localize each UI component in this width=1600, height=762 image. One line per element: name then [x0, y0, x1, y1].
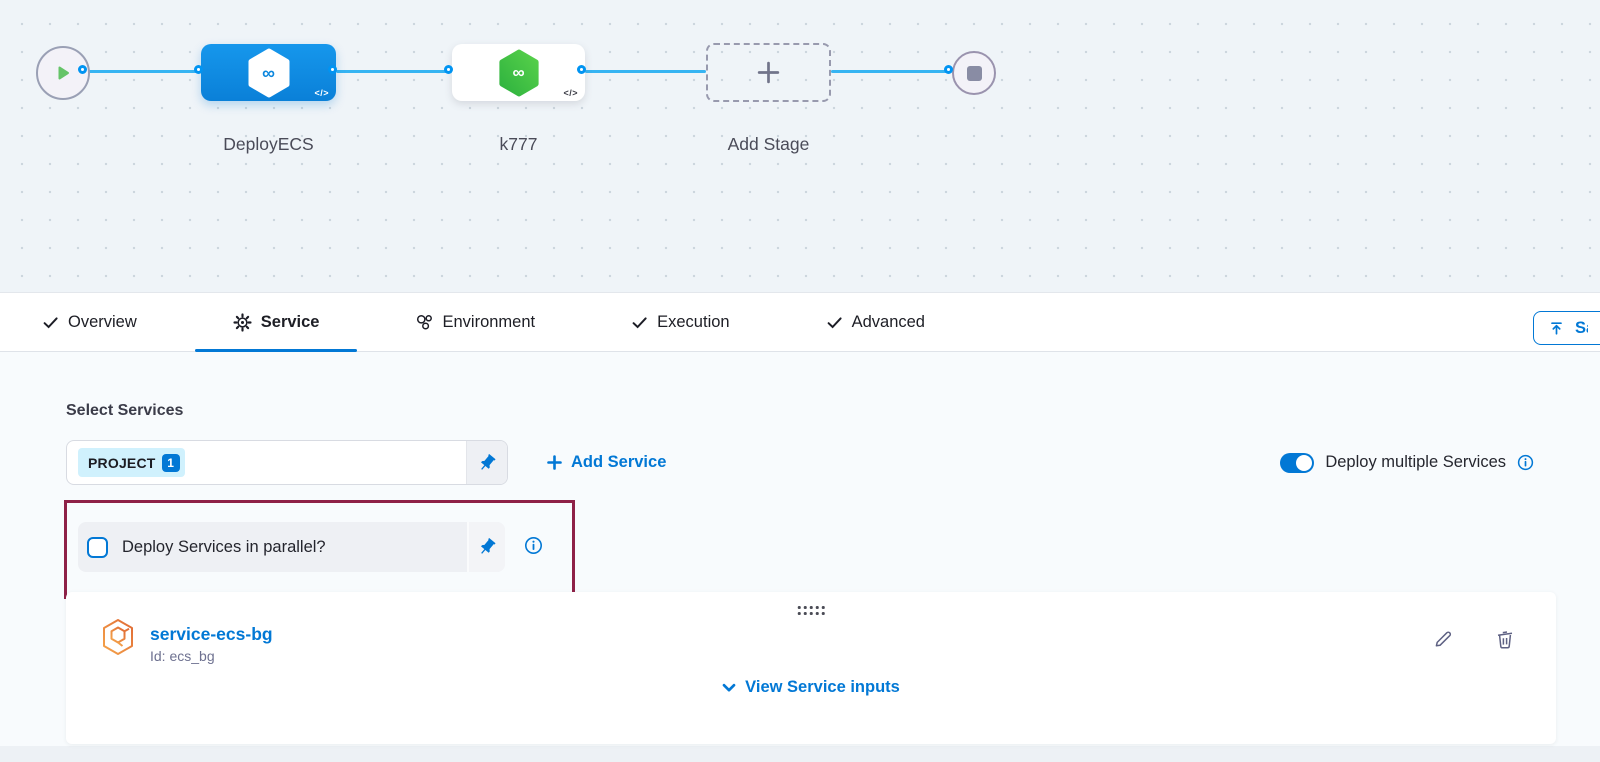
chevron-down-icon — [722, 683, 736, 692]
deploy-parallel-field: Deploy Services in parallel? — [78, 522, 505, 572]
add-service-button[interactable]: Add Service — [547, 440, 666, 485]
tab-environment[interactable]: Environment — [377, 293, 573, 351]
select-services-label: Select Services — [66, 402, 184, 419]
edge-deploy-k777 — [336, 70, 452, 73]
service-id-text: Id: ecs_bg — [150, 648, 215, 664]
info-icon[interactable] — [1517, 454, 1534, 471]
tab-execution[interactable]: Execution — [593, 293, 767, 351]
stop-icon — [966, 65, 982, 81]
drag-handle[interactable] — [797, 606, 825, 615]
port-k777-in — [444, 65, 453, 74]
deploy-parallel-label: Deploy Services in parallel? — [122, 537, 326, 556]
parallel-info-icon[interactable] — [524, 536, 543, 560]
delete-service-button[interactable] — [1494, 628, 1516, 655]
deploy-parallel-checkbox[interactable] — [87, 536, 108, 558]
play-icon — [58, 66, 69, 80]
harness-stage-icon: ∞ — [246, 48, 292, 98]
pipeline-canvas[interactable]: ∞ </> ∞ </> — [0, 0, 1600, 292]
gear-icon — [233, 312, 252, 332]
add-stage-button[interactable] — [706, 43, 831, 102]
port-deploy-out — [328, 65, 337, 74]
edit-service-button[interactable] — [1432, 628, 1454, 655]
services-multiselect-field[interactable]: PROJECT 1 — [66, 440, 508, 485]
view-service-inputs-button[interactable]: View Service inputs — [66, 678, 1556, 697]
upload-icon — [1551, 321, 1562, 335]
deploy-multiple-toggle[interactable] — [1280, 452, 1315, 473]
port-deploy-in — [194, 65, 203, 74]
port-end-in — [944, 65, 953, 74]
port-k777-out — [577, 65, 586, 74]
edge-k777-addstage — [585, 70, 706, 73]
stage-node-k777[interactable]: ∞ </> — [452, 44, 585, 101]
service-card: service-ecs-bg Id: ecs_bg View Service i… — [66, 592, 1556, 744]
save-button[interactable]: Save — [1533, 311, 1600, 345]
stage-label-k777: k777 — [499, 134, 538, 154]
tab-service[interactable]: Service — [194, 293, 358, 352]
pin-icon — [481, 453, 496, 470]
panel-bottom-strip — [0, 746, 1600, 762]
pin-services-button[interactable] — [466, 441, 507, 484]
project-services-chip[interactable]: PROJECT 1 — [78, 448, 185, 477]
plus-icon — [547, 455, 562, 470]
service-name-link[interactable]: service-ecs-bg — [150, 624, 273, 644]
deploy-multiple-label: Deploy multiple Services — [1325, 453, 1506, 471]
stage-config-tabbar: Overview Service — [0, 292, 1600, 352]
tab-advanced[interactable]: Advanced — [788, 293, 963, 351]
check-icon — [827, 316, 842, 328]
pin-parallel-button[interactable] — [467, 522, 505, 572]
pencil-icon — [1435, 631, 1451, 647]
stage-label-deployecs: DeployECS — [223, 134, 314, 154]
yaml-code-badge: </> — [563, 88, 578, 98]
ecs-service-icon — [100, 618, 136, 661]
pin-icon — [481, 537, 496, 554]
deploy-multiple-row: Deploy multiple Services — [1280, 440, 1534, 485]
check-icon — [43, 316, 58, 328]
trash-icon — [1497, 631, 1513, 649]
yaml-code-badge: </> — [314, 88, 329, 98]
port-start-out — [78, 65, 87, 74]
stage-node-deployecs[interactable]: ∞ </> — [201, 44, 336, 101]
plus-icon — [757, 61, 780, 84]
harness-stage-icon-green: ∞ — [496, 48, 542, 98]
check-icon — [632, 316, 647, 328]
edge-addstage-end — [831, 70, 952, 73]
tab-overview[interactable]: Overview — [4, 293, 175, 351]
environment-icon — [417, 314, 433, 330]
chip-count-badge: 1 — [161, 453, 180, 472]
pipeline-end-node — [952, 51, 996, 95]
stage-label-add-stage: Add Stage — [727, 134, 810, 154]
edge-start-deploy — [85, 70, 202, 73]
